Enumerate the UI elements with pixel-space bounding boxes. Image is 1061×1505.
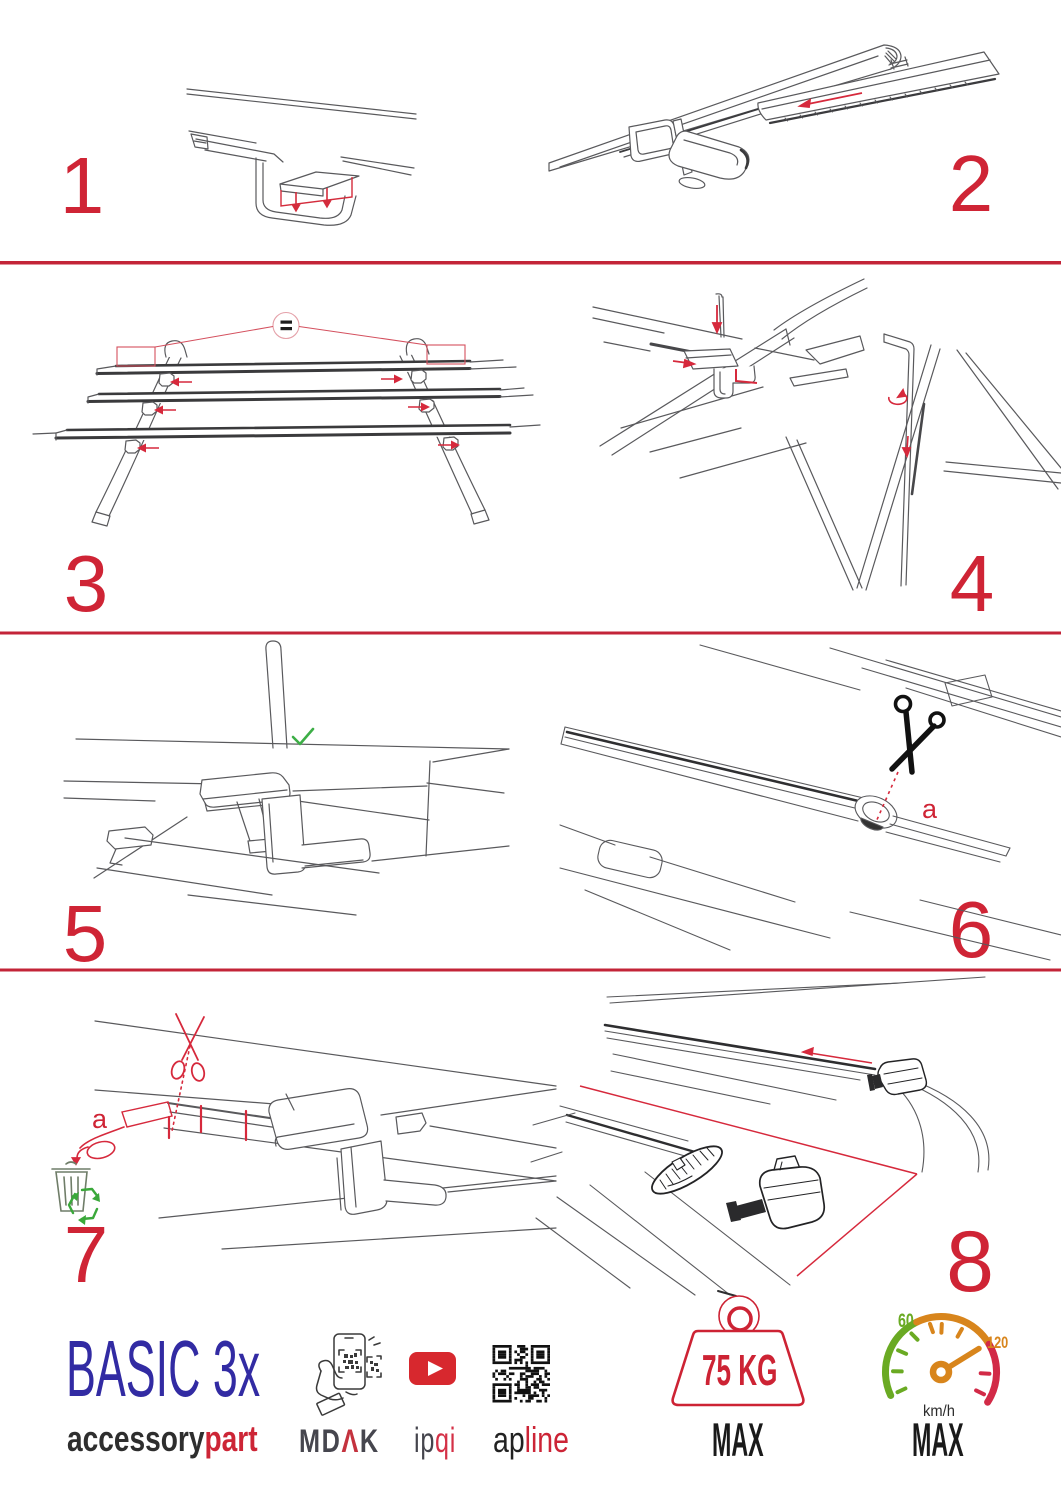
svg-text:4: 4: [950, 539, 995, 628]
svg-text:km/h: km/h: [923, 1402, 955, 1420]
svg-text:8: 8: [946, 1214, 994, 1310]
svg-text:60: 60: [898, 1310, 914, 1331]
svg-text:MAX: MAX: [912, 1413, 964, 1466]
svg-text:6: 6: [949, 885, 994, 974]
svg-text:5: 5: [63, 889, 108, 978]
svg-text:a: a: [922, 794, 938, 824]
svg-text:ipqi: ipqi: [414, 1421, 456, 1460]
svg-text:a: a: [92, 1104, 108, 1134]
svg-text:120: 120: [987, 1333, 1008, 1352]
svg-text:MDΛK: MDΛK: [299, 1424, 380, 1460]
svg-text:BASIC 3x: BASIC 3x: [66, 1323, 260, 1413]
svg-text:75 KG: 75 KG: [702, 1346, 777, 1395]
svg-text:accessorypart: accessorypart: [67, 1419, 258, 1459]
svg-text:3: 3: [64, 539, 109, 628]
svg-text:MAX: MAX: [712, 1413, 764, 1466]
svg-text:2: 2: [949, 139, 994, 228]
svg-text:1: 1: [60, 141, 105, 230]
svg-text:7: 7: [64, 1210, 109, 1299]
svg-text:apline: apline: [493, 1420, 569, 1460]
